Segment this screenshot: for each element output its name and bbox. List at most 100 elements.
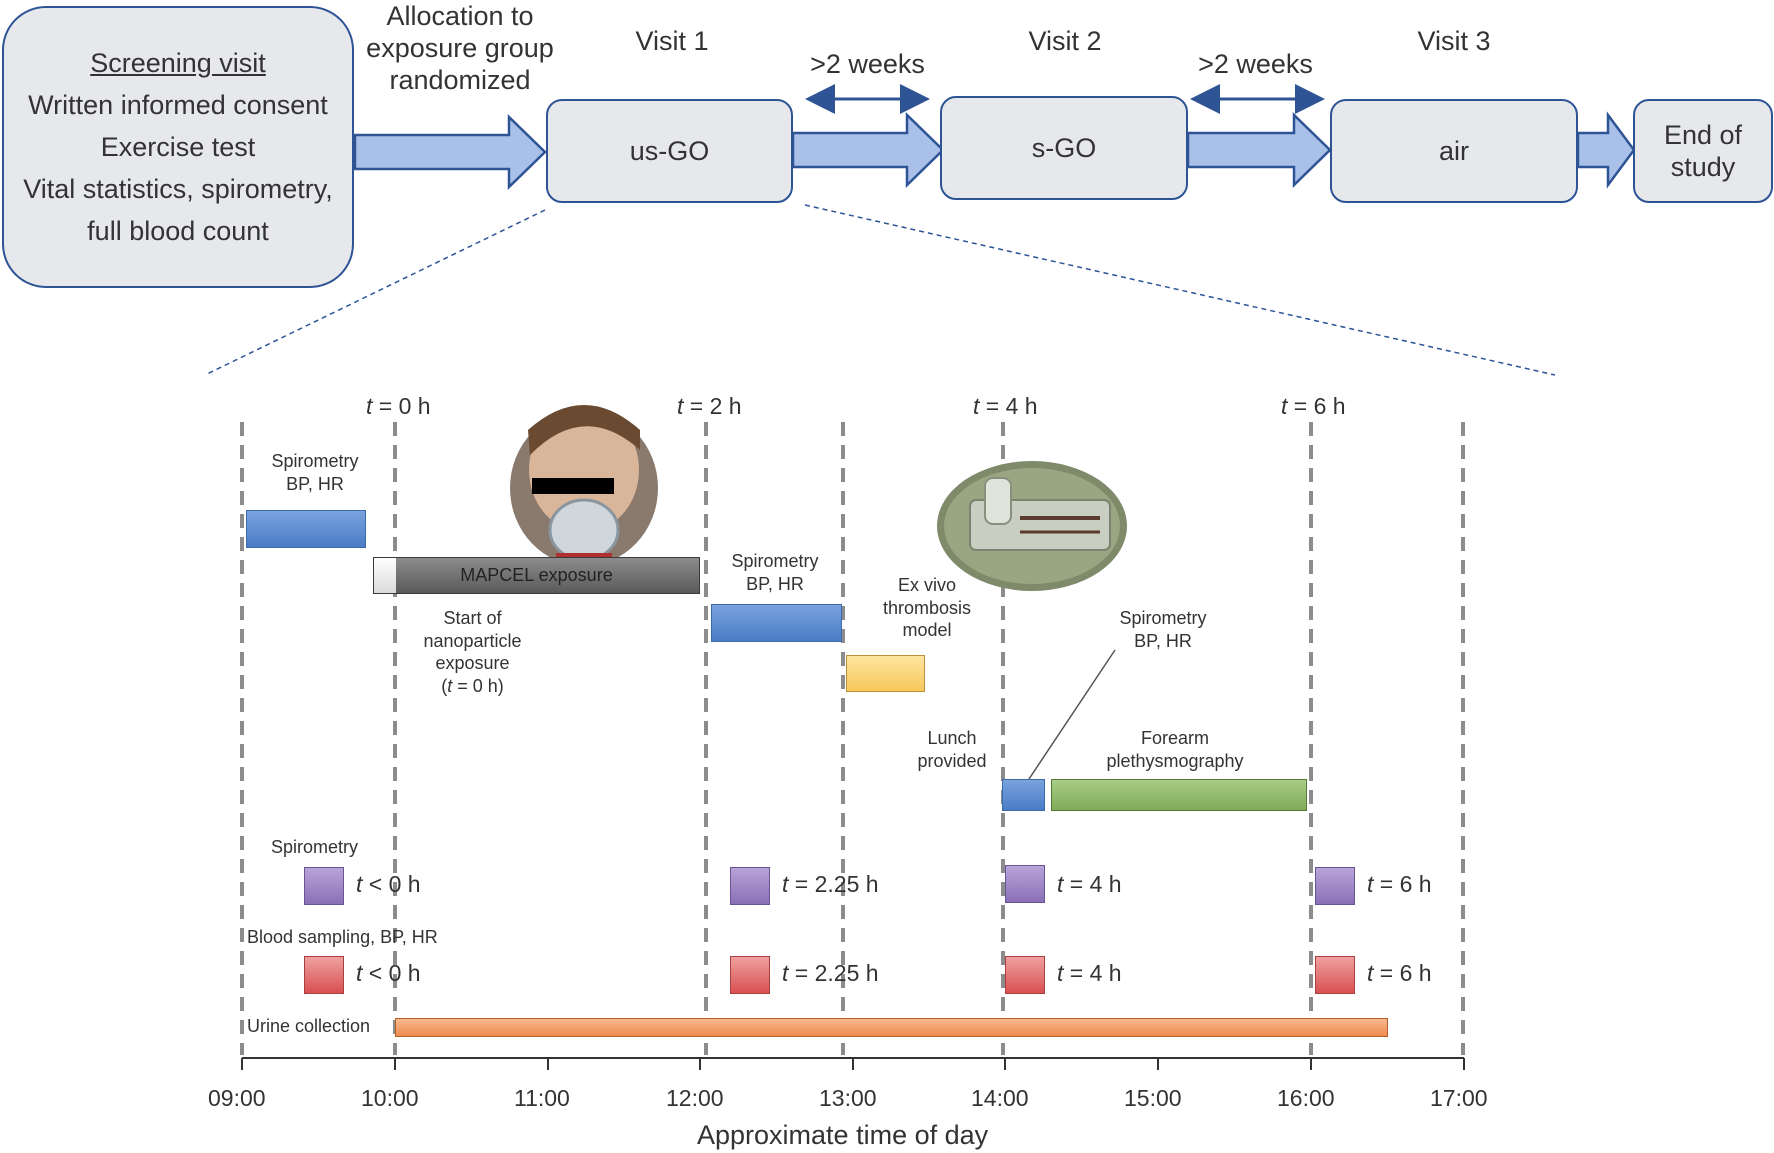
axis-tick-1300: 13:00 — [819, 1085, 877, 1111]
forearm-line-1: Forearm — [1140, 728, 1209, 748]
urine-row-label: Urine collection — [247, 1016, 371, 1036]
thrombosis-chamber-photo — [937, 461, 1127, 591]
forearm-bar — [1051, 779, 1307, 811]
blood-row-time-3-value: = 4 h — [1063, 960, 1122, 986]
end-of-study-box: End of study — [1633, 99, 1773, 203]
axis-tick-1700: 17:00 — [1430, 1085, 1488, 1111]
blood-row-time-1-var: t — [356, 960, 363, 986]
start-exposure-line-3: exposure — [435, 653, 510, 673]
lunch-line-2: provided — [917, 750, 987, 771]
blood-row-time-4-var: t — [1367, 960, 1374, 986]
allocation-label: Allocation to exposure group randomized — [355, 0, 565, 96]
blood-row-time-1-value: < 0 h — [362, 960, 421, 986]
marker-t2-value: = 2 h — [683, 393, 742, 419]
blood-row-time-3-var: t — [1057, 960, 1064, 986]
spiro-row-time-2: t = 2.25 h — [782, 871, 879, 898]
screening-line-3: Vital statistics, spirometry, — [23, 174, 333, 204]
end-line-2: study — [1670, 152, 1736, 182]
start-exposure-label: Start of nanoparticle exposure (t = 0 h) — [405, 607, 540, 697]
arrow-visit1-to-visit2 — [791, 112, 945, 188]
marker-t6: t = 6 h — [1281, 393, 1346, 420]
blood-row-time-4-value: = 6 h — [1373, 960, 1432, 986]
spiro3-line-1: Spirometry — [1119, 608, 1207, 628]
spiro1-label: Spirometry BP, HR — [250, 450, 380, 495]
screening-line-2: Exercise test — [100, 132, 256, 162]
gap2-label: >2 weeks — [1198, 49, 1313, 79]
spiro2-line-2: BP, HR — [746, 573, 804, 594]
axis-tick-1000: 10:00 — [361, 1085, 419, 1111]
visit3-box: air — [1330, 99, 1578, 203]
lunch-line-1: Lunch — [927, 728, 977, 748]
marker-t0: t = 0 h — [366, 393, 431, 420]
exvivo-line-3: model — [902, 620, 952, 640]
marker-t0-value: = 0 h — [372, 393, 431, 419]
flow-arrows — [353, 111, 1636, 190]
axis-title: Approximate time of day — [697, 1120, 989, 1150]
spiro-row-time-3: t = 4 h — [1057, 871, 1122, 898]
marker-t4: t = 4 h — [973, 393, 1038, 420]
participant-photo — [510, 405, 658, 567]
visit2-label: Visit 2 — [1028, 26, 1102, 56]
spirometry-row-label: Spirometry — [271, 837, 359, 857]
blood-row-time-4: t = 6 h — [1367, 960, 1432, 987]
spiro2-line-1: Spirometry — [731, 551, 819, 571]
blood-row-time-2: t = 2.25 h — [782, 960, 879, 987]
axis-tick-1200: 12:00 — [666, 1085, 724, 1111]
spiro-row-marker-1 — [304, 867, 344, 905]
blood-row-label: Blood sampling, BP, HR — [247, 927, 438, 947]
marker-t4-var: t — [973, 393, 980, 419]
start-exposure-var: t — [447, 675, 453, 696]
spiro3-pointer-line — [1024, 649, 1116, 786]
spiro-row-marker-4 — [1315, 867, 1355, 905]
visit2-box: s-GO — [940, 96, 1188, 200]
spiro1-bar — [246, 510, 366, 548]
spiro-row-marker-3 — [1005, 865, 1045, 903]
start-exposure-line-4: (t = 0 h) — [405, 675, 540, 698]
blood-row-time-2-value: = 2.25 h — [788, 960, 879, 986]
screening-title: Screening visit — [90, 48, 266, 78]
allocation-line-2: exposure group — [366, 33, 554, 63]
visit3-box-label: air — [1438, 135, 1469, 166]
spiro2-bar — [711, 604, 842, 642]
blood-row-time-2-var: t — [782, 960, 789, 986]
spiro3-label: Spirometry BP, HR — [1098, 607, 1228, 652]
visit2-box-label: s-GO — [1031, 132, 1097, 163]
spiro-row-time-3-var: t — [1057, 871, 1064, 897]
spiro-row-time-1-var: t — [356, 871, 363, 897]
visit1-box: us-GO — [546, 99, 793, 203]
zoom-line-right — [804, 204, 1556, 376]
exvivo-bar — [846, 655, 925, 692]
marker-t2: t = 2 h — [677, 393, 742, 420]
blood-row-marker-2 — [730, 956, 770, 994]
marker-t6-var: t — [1281, 393, 1288, 419]
exvivo-line-2: thrombosis — [882, 597, 972, 618]
start-exposure-line-1: Start of — [443, 608, 502, 628]
screening-visit-box: Screening visit Written informed consent… — [2, 6, 354, 288]
axis-tick-0900: 09:00 — [208, 1085, 266, 1111]
spiro1-line-2: BP, HR — [286, 473, 344, 494]
spiro-row-time-1: t < 0 h — [356, 871, 421, 898]
blood-row-marker-1 — [304, 956, 344, 994]
start-exposure-paren: ( — [441, 675, 448, 696]
spiro-row-time-3-value: = 4 h — [1063, 871, 1122, 897]
forearm-label: Forearm plethysmography — [1085, 727, 1265, 772]
blood-row-time-3: t = 4 h — [1057, 960, 1122, 987]
spiro-row-time-4-value: = 6 h — [1373, 871, 1432, 897]
blood-row-marker-3 — [1005, 956, 1045, 994]
marker-t0-var: t — [366, 393, 373, 419]
marker-t4-value: = 4 h — [979, 393, 1038, 419]
exvivo-line-1: Ex vivo — [897, 575, 957, 595]
axis-tick-1400: 14:00 — [971, 1085, 1029, 1111]
visit3-label: Visit 3 — [1417, 26, 1491, 56]
spiro-row-time-2-value: = 2.25 h — [788, 871, 879, 897]
allocation-line-3: randomized — [389, 65, 531, 95]
screening-line-4: full blood count — [87, 216, 269, 246]
marker-t6-value: = 6 h — [1287, 393, 1346, 419]
mapcel-bar: MAPCEL exposure — [373, 557, 700, 594]
mapcel-lead-in — [374, 558, 396, 593]
axis-tick-1100: 11:00 — [514, 1085, 570, 1111]
spiro-row-time-1-value: < 0 h — [362, 871, 421, 897]
exvivo-label: Ex vivo thrombosis model — [862, 574, 992, 642]
start-exposure-line-2: nanoparticle — [423, 630, 522, 651]
